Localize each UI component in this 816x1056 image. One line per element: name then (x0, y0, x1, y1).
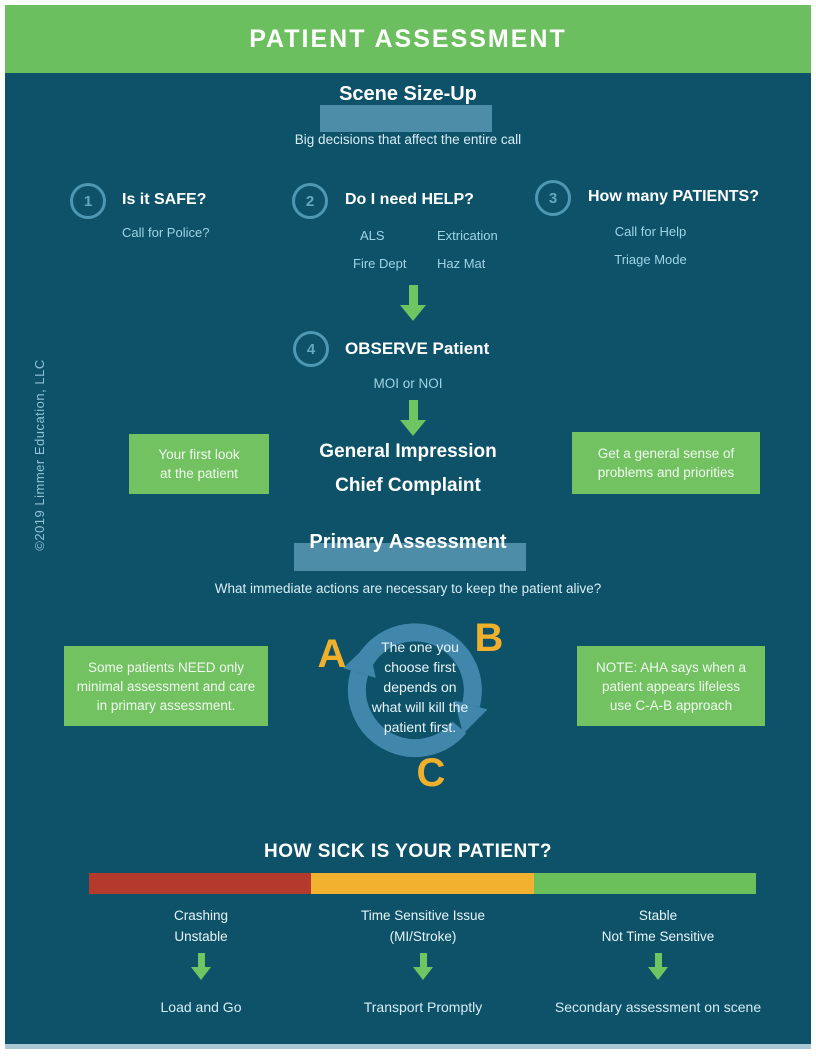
triage-labels: Stable Not Time Sensitive (601, 908, 715, 944)
letter-a: A (318, 632, 347, 676)
general-impression-label: General Impression (319, 441, 497, 462)
scene-size-up-title: Scene Size-Up (339, 83, 477, 105)
arrow-head (400, 420, 426, 436)
severity-segment-green (533, 873, 756, 894)
primary-assessment-title: Primary Assessment (309, 531, 507, 553)
step-3-title: How many PATIENTS? (588, 188, 759, 205)
step-2-option-fire-dept: Fire Dept (353, 256, 407, 271)
triage-action: Secondary assessment on scene (554, 999, 762, 1015)
step-4-number: 4 (306, 340, 316, 358)
primary-subtitle: What immediate actions are necessary to … (214, 581, 602, 596)
letter-c: C (417, 751, 446, 795)
triage-action: Load and Go (160, 999, 242, 1015)
step-1-badge: 1 (70, 183, 106, 219)
letter-b: B (475, 616, 504, 660)
arrow-stem (654, 953, 662, 967)
note-aha-cab: NOTE: AHA says when a patient appears li… (577, 646, 765, 726)
step-1-number: 1 (83, 192, 93, 210)
arrow-stem (408, 400, 418, 420)
cycle-arrowhead-left (343, 644, 376, 678)
cycle-arrowhead-right (454, 700, 488, 734)
cycle-center-text: The one you choose first depends on what… (371, 639, 469, 735)
triage-column-crashing: Crashing Unstable Load and Go (81, 905, 321, 1015)
page-title: PATIENT ASSESSMENT (249, 24, 567, 53)
moi-noi-note: MOI or NOI (373, 376, 443, 391)
observe-patient-title: OBSERVE Patient (345, 339, 490, 358)
step-2-badge: 2 (292, 183, 328, 219)
arrow-down-icon (413, 953, 433, 980)
how-sick-title: HOW SICK IS YOUR PATIENT? (263, 841, 552, 862)
cycle-arc-bottom (347, 670, 467, 758)
scene-size-up-heading: Scene Size-Up (5, 83, 811, 132)
heading-highlight-rect (320, 105, 492, 132)
copyright-notice: ©2019 Limmer Education, LLC (32, 359, 47, 551)
arrow-head (400, 305, 426, 321)
abc-cycle-graphic: A B C (318, 616, 504, 795)
step-4-badge: 4 (293, 331, 329, 367)
step-2-option-extrication: Extrication (437, 228, 498, 243)
step-3-number: 3 (548, 189, 558, 207)
severity-segment-yellow (311, 873, 534, 894)
severity-segment-red (89, 873, 312, 894)
severity-bar (89, 873, 756, 894)
step-3-note-triage-mode: Triage Mode (614, 252, 687, 267)
triage-column-time-sensitive: Time Sensitive Issue (MI/Stroke) Transpo… (303, 905, 543, 1015)
note-minimal-assessment: Some patients NEED only minimal assessme… (64, 646, 268, 726)
chief-complaint-label: Chief Complaint (335, 475, 481, 496)
arrow-down-icon (191, 953, 211, 980)
primary-assessment-heading: Primary Assessment (5, 531, 811, 571)
arrow-head (191, 967, 211, 980)
arrow-stem (197, 953, 205, 967)
main-canvas: Scene Size-Up Big decisions that affect … (5, 73, 811, 1044)
note-general-sense: Get a general sense of problems and prio… (572, 432, 760, 494)
step-2-option-als: ALS (360, 228, 385, 243)
step-3-note-call-for-help: Call for Help (614, 224, 687, 239)
triage-labels: Time Sensitive Issue (MI/Stroke) (360, 908, 486, 944)
step-2-title: Do I need HELP? (345, 191, 474, 208)
triage-action: Transport Promptly (363, 999, 483, 1015)
triage-labels: Crashing Unstable (173, 908, 229, 944)
heading-highlight-rect (294, 543, 526, 571)
cycle-arc-top (352, 623, 482, 708)
arrow-down-icon (648, 953, 668, 980)
arrow-down-icon (400, 400, 426, 436)
step-2-option-haz-mat: Haz Mat (437, 256, 486, 271)
triage-column-stable: Stable Not Time Sensitive Secondary asse… (533, 905, 783, 1015)
title-banner: PATIENT ASSESSMENT (5, 5, 811, 73)
footer-stripe (5, 1044, 811, 1049)
step-1-note: Call for Police? (122, 225, 210, 240)
step-3-badge: 3 (535, 180, 571, 216)
note-first-look: Your first look at the patient (129, 434, 269, 494)
arrow-stem (419, 953, 427, 967)
step-2-number: 2 (305, 192, 315, 210)
arrow-head (648, 967, 668, 980)
step-1-title: Is it SAFE? (122, 191, 207, 208)
arrow-stem (408, 285, 418, 305)
arrow-head (413, 967, 433, 980)
scene-subtitle: Big decisions that affect the entire cal… (294, 132, 522, 147)
arrow-down-icon (400, 285, 426, 321)
